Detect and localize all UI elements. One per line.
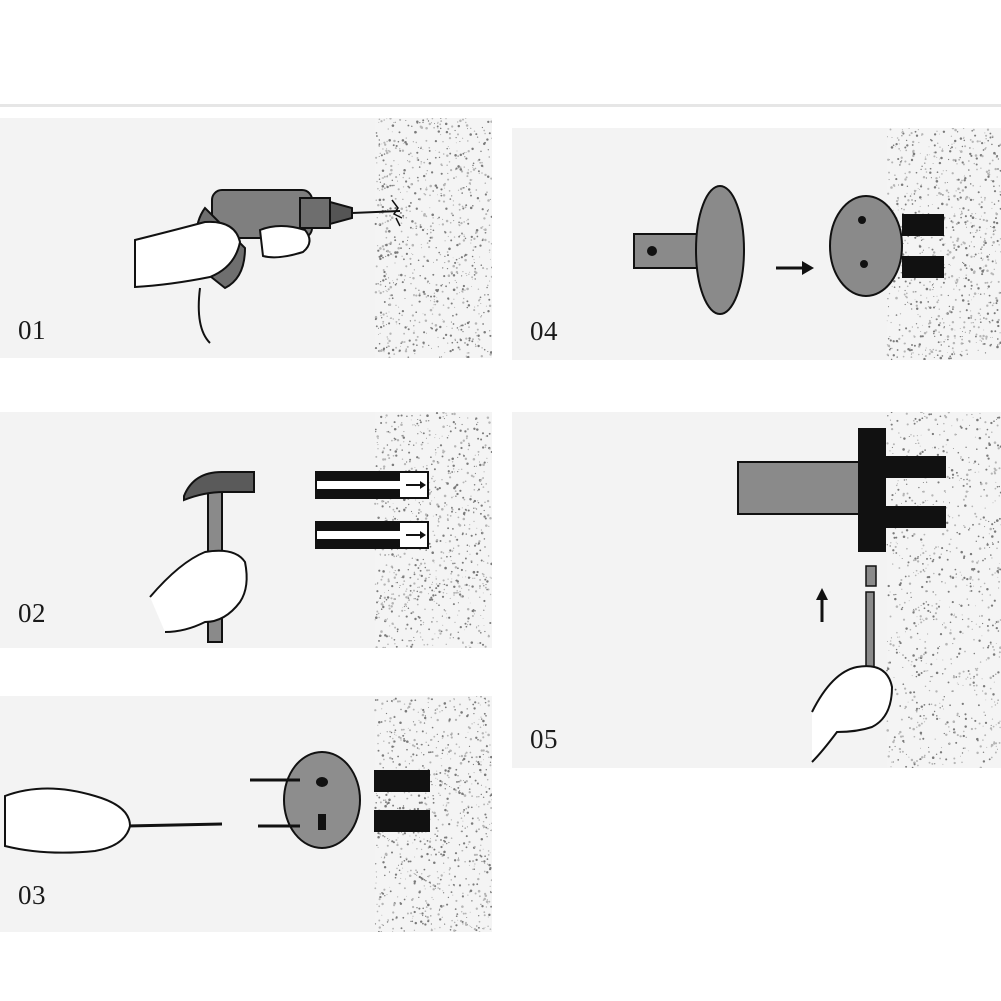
wall-anchor-block: [374, 770, 430, 792]
wall-anchor-block: [886, 506, 946, 528]
mounting-plate-icon: [250, 751, 361, 849]
mounting-base-illustration: [633, 185, 944, 315]
set-screw-illustration: [737, 428, 946, 763]
wall-texture: [374, 118, 492, 358]
wall-anchor-block: [886, 456, 946, 478]
screwdriver-illustration: [4, 751, 430, 854]
mounting-plate-icon: [829, 195, 903, 297]
wall-anchor-block: [374, 810, 430, 832]
step-panel-04: 04: [512, 128, 1001, 360]
arrow-right-icon: [776, 261, 814, 275]
wall-texture: [886, 128, 1001, 360]
hand-right: [258, 225, 311, 259]
wall-anchor-block: [902, 256, 944, 278]
step-label-03: 03: [18, 880, 46, 910]
hand-allen-key: [811, 665, 894, 763]
hook-icon: [737, 428, 886, 552]
hammer-illustration: [149, 470, 429, 643]
wall-texture: [374, 696, 492, 932]
step-panel-05: 05: [512, 412, 1001, 768]
drill-illustration: [134, 189, 403, 344]
wall-anchor-icon: [315, 471, 429, 499]
step-panel-02: 02: [0, 412, 492, 648]
wall-anchor-block: [902, 214, 944, 236]
step-label-05: 05: [530, 724, 558, 754]
top-divider: [0, 104, 1001, 107]
step-panel-03: 03: [0, 696, 492, 932]
mounting-base-icon: [633, 185, 745, 315]
hand-grip: [149, 549, 248, 633]
hand-screwdriver: [4, 787, 132, 854]
arrow-up-icon: [816, 588, 828, 622]
step-label-02: 02: [18, 598, 46, 628]
step-label-01: 01: [18, 315, 46, 345]
step-panel-01: 01: [0, 118, 492, 358]
hand-left: [134, 220, 242, 289]
step-label-04: 04: [530, 316, 558, 346]
wall-anchor-icon: [315, 521, 429, 549]
